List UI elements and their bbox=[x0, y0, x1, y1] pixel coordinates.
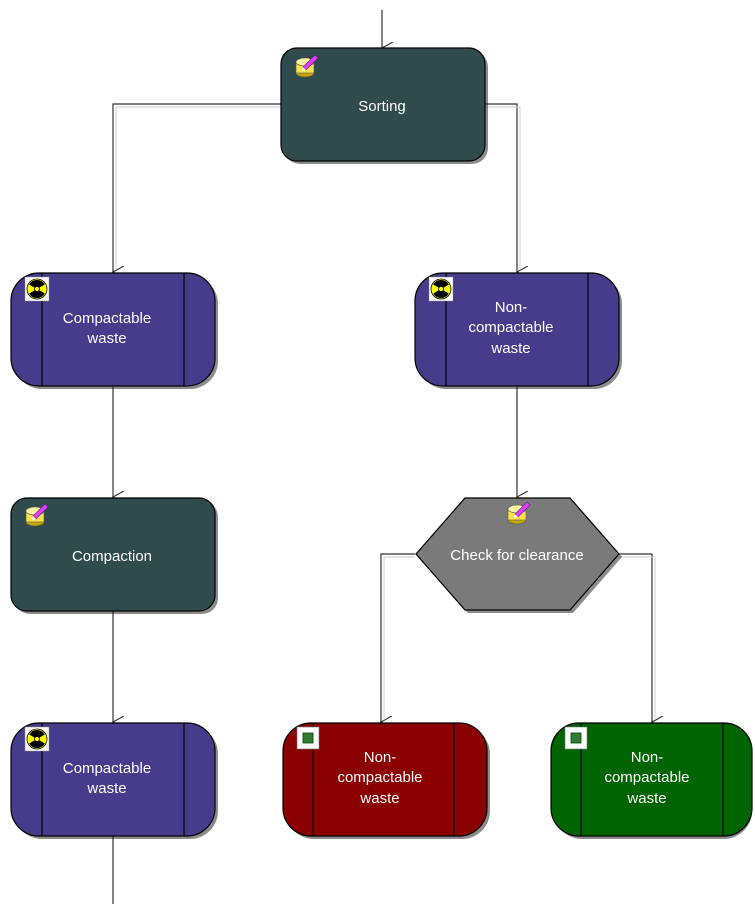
node-label-line: Non- bbox=[631, 749, 664, 766]
function-node-compaction[interactable]: Compaction bbox=[10, 497, 218, 614]
material-node-compactable-waste-2[interactable]: Compactable waste bbox=[10, 722, 218, 839]
node-label-line: compactable bbox=[604, 769, 689, 786]
node-label-line: waste bbox=[490, 340, 530, 357]
node-label-line: Non- bbox=[364, 749, 397, 766]
node-label: Check for clearance bbox=[450, 547, 583, 564]
node-label-line: waste bbox=[86, 330, 126, 347]
status-square-icon bbox=[296, 726, 320, 750]
connectors bbox=[113, 10, 652, 904]
connector-check-red bbox=[381, 553, 415, 722]
radiation-icon bbox=[24, 276, 50, 302]
material-node-non-compactable-waste[interactable]: Non- compactable waste bbox=[414, 272, 622, 389]
material-node-non-compactable-waste-cleared[interactable]: Non- compactable waste bbox=[550, 722, 753, 839]
node-label-line: Compactable bbox=[63, 760, 151, 777]
node-label: Sorting bbox=[358, 98, 406, 115]
material-node-non-compactable-waste-rejected[interactable]: Non- compactable waste bbox=[282, 722, 490, 839]
node-label-line: compactable bbox=[337, 769, 422, 786]
radiation-icon bbox=[428, 276, 454, 302]
node-label-line: waste bbox=[86, 780, 126, 797]
node-label-line: waste bbox=[626, 790, 666, 807]
decision-node-check-for-clearance[interactable]: Check for clearance bbox=[415, 497, 622, 613]
node-label-line: Non- bbox=[495, 299, 528, 316]
status-square-icon bbox=[564, 726, 588, 750]
connector-sorting-compactable bbox=[113, 103, 281, 272]
node-label-line: waste bbox=[359, 790, 399, 807]
node-label-line: compactable bbox=[468, 319, 553, 336]
connector-check-green bbox=[619, 553, 652, 722]
node-label-line: Compactable bbox=[63, 310, 151, 327]
radiation-icon bbox=[24, 726, 50, 752]
node-label: Compaction bbox=[72, 548, 152, 565]
connector-shadows bbox=[115, 106, 656, 720]
material-node-compactable-waste[interactable]: Compactable waste bbox=[10, 272, 218, 389]
connector-sorting-noncompactable bbox=[485, 103, 517, 272]
function-node-sorting[interactable]: Sorting bbox=[280, 47, 488, 164]
